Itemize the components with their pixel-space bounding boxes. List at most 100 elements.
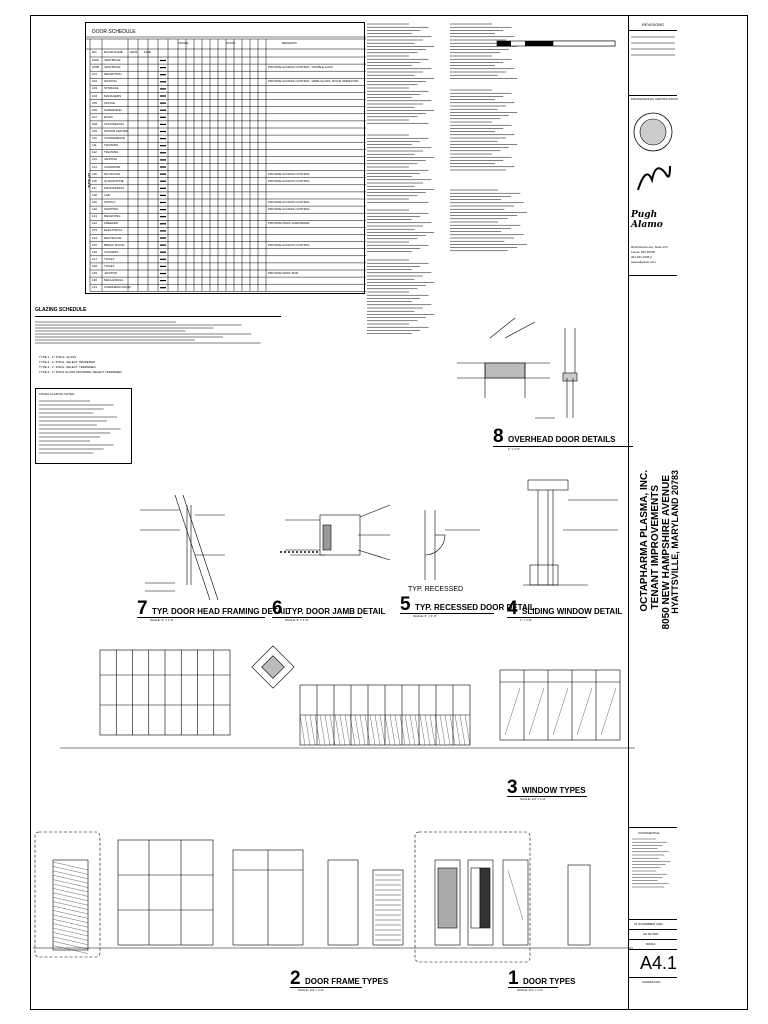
door-number: 125 xyxy=(92,242,98,247)
detail-1-number: 1 xyxy=(508,968,519,989)
col-fire-header: FIRE xyxy=(144,50,151,54)
schedule-row: 102 WAITING PROVIDE ACCESS CONTROL, WIRE G… xyxy=(86,78,366,85)
detail-6-title: 6 TYP. DOOR JAMB DETAIL xyxy=(272,598,385,620)
room-name: BREAK ROOM xyxy=(104,242,125,247)
title-block: REVISIONS PROFESSIONAL CERTIFICATION Pug… xyxy=(628,15,680,1010)
room-name: OFFICE xyxy=(104,100,115,105)
room-name: RECEPTION xyxy=(104,72,122,77)
room-name: CORRIDOR xyxy=(104,164,121,169)
door-number: 131 xyxy=(92,285,98,290)
room-name: RECEIVING xyxy=(104,214,121,219)
drawn-by: DD/DA xyxy=(646,942,656,946)
door-number: 124 xyxy=(92,235,98,240)
detail-5-number: 5 xyxy=(400,594,411,615)
col-hdw-header: HDW xyxy=(130,50,138,54)
sliding-window-drawing xyxy=(523,479,618,586)
room-name: VESTIBULE xyxy=(104,65,121,70)
room-name: JANITOR xyxy=(104,271,117,275)
door-number: 111 xyxy=(92,143,97,148)
detail-8-title: 8 OVERHEAD DOOR DETAILS xyxy=(493,426,615,448)
room-name: DONOR CENTER xyxy=(104,129,129,133)
project-subtitle: TENANT IMPROVEMENTS xyxy=(650,485,661,610)
glazing-notes-box: FINISH GLAZING NOTES: xyxy=(35,388,132,464)
detail-5-title: 5 TYP. RECESSED DOOR DETAIL xyxy=(400,594,535,616)
door-remark: PROVIDE PANIC HARDWARE xyxy=(268,221,310,226)
detail-3-number: 3 xyxy=(507,777,518,798)
sheet-title: SCHEDULES xyxy=(642,980,661,984)
graphic-scale-bar xyxy=(496,40,616,47)
door-number: 129 xyxy=(92,271,98,275)
revisions-label: REVISIONS xyxy=(642,22,664,27)
door-number: 100B xyxy=(92,65,100,70)
door-number: 102 xyxy=(92,79,98,84)
door-jamb-drawing xyxy=(280,504,391,561)
door-number: 120 xyxy=(92,207,98,212)
door-number: 118 xyxy=(92,192,97,197)
detail-8-scale: 1" = 1'-0" xyxy=(508,447,521,451)
detail-2-name: DOOR FRAME TYPES xyxy=(305,977,389,986)
detail-7-name: TYP. DOOR HEAD FRAMING DETAIL xyxy=(152,607,290,616)
room-name: LOCKERS xyxy=(104,249,119,254)
schedule-row: 120 SHIPPING PROVIDE ACCESS CONTROL xyxy=(86,206,366,213)
detail-4-title: 4 SLIDING WINDOW DETAIL xyxy=(507,598,622,620)
room-name: MECHANICAL xyxy=(104,278,124,283)
door-number: 116 xyxy=(92,178,97,183)
detail-6-number: 6 xyxy=(272,598,283,619)
door-number: 104 xyxy=(92,93,98,98)
glazing-notes xyxy=(35,321,261,344)
door-number: 113 xyxy=(92,157,97,162)
detail-1-name: DOOR TYPES xyxy=(523,977,576,986)
window-types-drawing xyxy=(60,645,635,749)
firm-logo: Pugh Alamo xyxy=(631,210,663,230)
room-name: QUARANTINE xyxy=(104,178,124,183)
door-remark: PROVIDE ACCESS CONTROL, WIRE GLASS, DOOR… xyxy=(268,79,359,84)
schedule-row: 121 RECEIVING xyxy=(86,213,366,220)
glazing-title: GLAZING SCHEDULE xyxy=(35,307,87,313)
room-name: TOILET xyxy=(104,263,115,268)
room-name: SHIPPING xyxy=(104,207,119,212)
detail-3-title: 3 WINDOW TYPES xyxy=(507,777,586,799)
door-frame-types-drawing xyxy=(33,831,633,963)
door-number: 100A xyxy=(92,58,100,62)
room-name: WAITING xyxy=(104,79,117,84)
door-number: 103 xyxy=(92,86,98,91)
door-number: 123 xyxy=(92,228,98,233)
door-schedule-title: DOOR SCHEDULE xyxy=(92,29,136,35)
room-name: SUPPLY xyxy=(104,200,116,204)
detail-8-name: OVERHEAD DOOR DETAILS xyxy=(508,435,616,444)
door-number: 112 xyxy=(92,150,97,155)
room-name: JANITOR xyxy=(104,157,117,162)
door-number: 114 xyxy=(92,164,97,169)
firm-phone: 301.541.2236 p xyxy=(631,255,652,259)
door-remark: PROVIDE ACCESS CONTROL xyxy=(268,171,311,176)
door-remark: PROVIDE ACCESS CONTROL. DOUBLE LOCK xyxy=(268,65,334,70)
detail-2-number: 2 xyxy=(290,968,301,989)
door-number: 121 xyxy=(92,214,98,219)
detail-6-scale: SCALE: 3" = 1'-0" xyxy=(285,618,309,622)
room-name: PROCESSING xyxy=(104,185,125,190)
door-number: 130 xyxy=(92,278,98,283)
detail-4-scale: 1" = 1'-0" xyxy=(520,618,533,622)
door-number: 107 xyxy=(92,114,98,119)
frame-header: FRAME xyxy=(178,41,189,45)
firm-website: www.aligncao.com xyxy=(631,260,656,264)
detail-8-number: 8 xyxy=(493,426,504,447)
door-remark: PROVIDE ACCESS CONTROL xyxy=(268,207,311,212)
door-number: 126 xyxy=(92,249,98,254)
professional-cert-label: PROFESSIONAL CERTIFICATION xyxy=(631,97,678,101)
room-name: TOILET xyxy=(104,256,115,261)
room-name: VESTIBULE xyxy=(104,58,121,62)
project-name: OCTAPHARMA PLASMA, INC. xyxy=(639,470,650,612)
door-schedule-grid xyxy=(86,36,366,292)
